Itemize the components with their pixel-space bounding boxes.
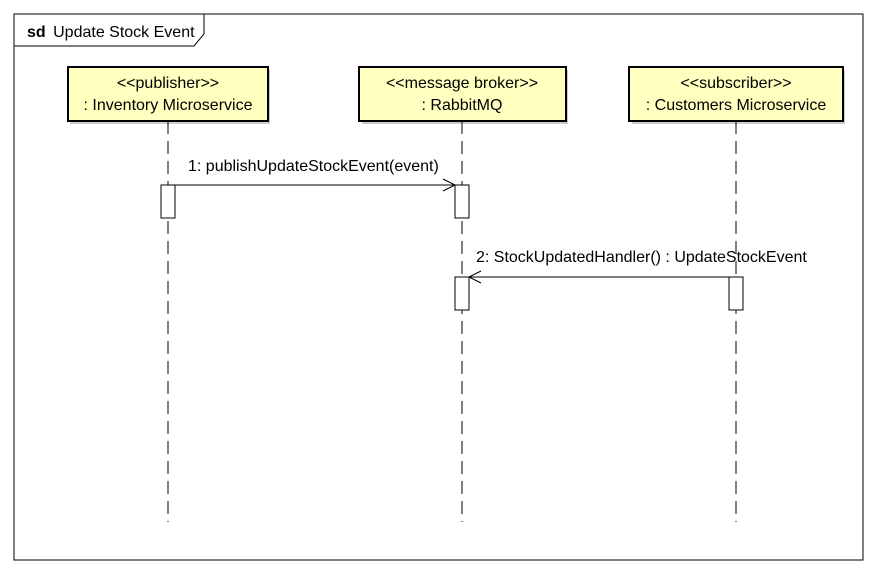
lifeline-inventory-name: : Inventory Microservice [84,97,253,114]
message-2[interactable]: 2: StockUpdatedHandler() : UpdateStockEv… [467,249,807,284]
activation-bar-inventory [160,184,176,219]
message-1-arrowhead-icon [442,178,457,192]
activation-bar-rabbitmq-1 [454,184,470,219]
message-1[interactable]: 1: publishUpdateStockEvent(event) [175,158,457,192]
lifeline-inventory-stereotype: <<publisher>> [117,75,219,92]
lifeline-customers-stereotype: <<subscriber>> [680,75,791,92]
message-2-label: 2: StockUpdatedHandler() : UpdateStockEv… [476,249,807,266]
lifeline-inventory[interactable]: <<publisher>> : Inventory Microservice [67,66,270,522]
lifeline-customers-name: : Customers Microservice [646,97,827,114]
lifeline-customers[interactable]: <<subscriber>> : Customers Microservice [628,66,845,522]
svg-text:sd Update Stock Event: sd Update Stock Event [27,24,195,41]
message-1-label: 1: publishUpdateStockEvent(event) [188,158,439,175]
lifeline-rabbitmq[interactable]: <<message broker>> : RabbitMQ [358,66,568,522]
lifeline-customers-head[interactable] [628,66,844,122]
frame-tag-box [13,13,205,47]
lifeline-rabbitmq-head[interactable] [358,66,567,122]
lifeline-rabbitmq-name: : RabbitMQ [422,97,503,114]
message-2-arrowhead-icon [467,270,482,284]
activation-bar-rabbitmq-2 [454,276,470,311]
frame-keyword: sd [27,24,46,41]
frame-title: Update Stock Event [53,24,195,41]
diagram-frame [13,13,864,561]
lifeline-rabbitmq-stereotype: <<message broker>> [386,75,538,92]
activation-bar-customers [728,276,744,311]
